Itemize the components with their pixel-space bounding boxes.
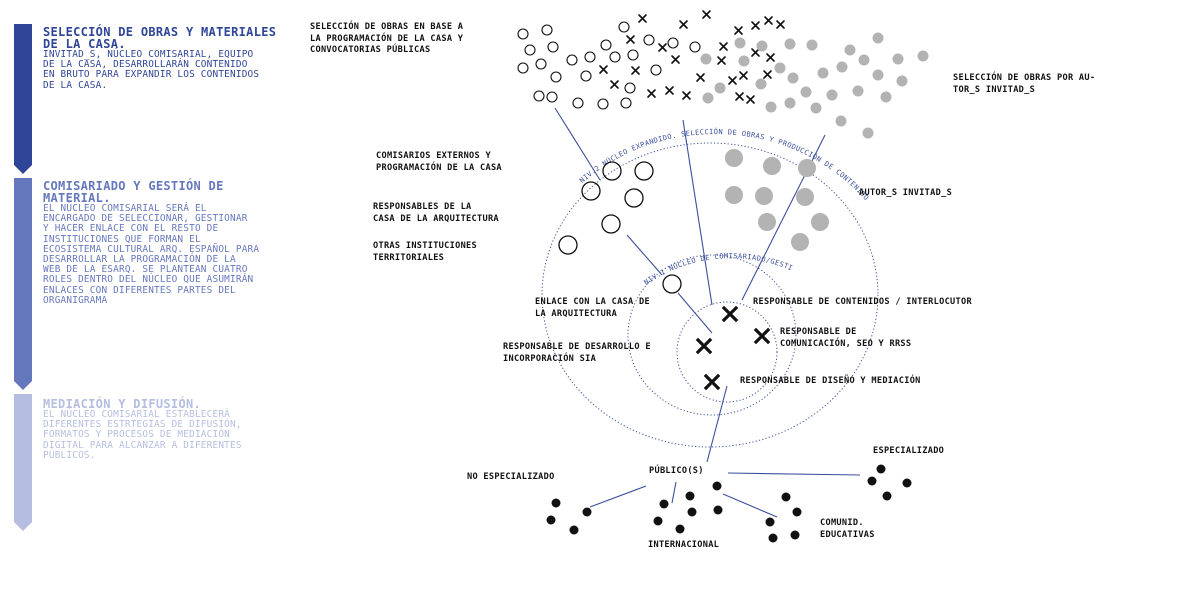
section-selection-title: SELECCIÓN DE OBRAS Y MATERIALES DE LA CA…: [43, 25, 277, 51]
label-autores: AUTOR_S INVITAD_S: [859, 188, 953, 198]
stage-bar-mediation-tip: [14, 522, 32, 531]
section-selection-desc: INVITAD_S, NÚCLEO COMISARIAL, EQUIPO DE …: [43, 49, 260, 91]
section-mediation-title: MEDIACIÓN Y DIFUSIÓN.: [43, 397, 202, 411]
stage-bar-curation-body: [14, 178, 32, 381]
section-curation-title: COMISARIADO Y GESTIÓN DE MATERIAL.: [43, 179, 224, 205]
ring-middle: [627, 254, 797, 416]
role-crosses: [695, 305, 771, 391]
label-seleccion-autor: SELECCIÓN DE OBRAS POR AU-TOR_S INVITAD_…: [953, 73, 1096, 95]
label-internacional: INTERNACIONAL: [648, 540, 720, 550]
stage-bar-selection: [14, 24, 32, 174]
stage-bar-curation: [14, 178, 32, 390]
label-resp-contenidos: RESPONSABLE DE CONTENIDOS / INTERLOCUTOR: [753, 297, 972, 307]
stage-bar-curation-tip: [14, 381, 32, 390]
section-curation-desc: EL NÚCLEO COMISARIAL SERÁ EL ENCARGADO D…: [43, 203, 260, 306]
ring-outer-label: NIV.2 NÚCLEO EXPANDIDO. SELECCIÓN DE OBR…: [578, 127, 870, 202]
stage-bar-mediation: [14, 394, 32, 531]
stage-bar-selection-body: [14, 24, 32, 165]
label-comunid-educativas: COMUNID.EDUCATIVAS: [820, 518, 875, 540]
stage-bar-selection-tip: [14, 165, 32, 174]
curator-circles: [558, 161, 682, 294]
public-dots: [546, 464, 912, 543]
section-curation: COMISARIADO Y GESTIÓN DE MATERIAL. EL NÚ…: [43, 180, 293, 306]
works-crosses: [599, 10, 785, 104]
section-mediation-desc: EL NÚCLEO COMISARIAL ESTABLECERÁ DIFEREN…: [43, 409, 242, 461]
label-especializado: ESPECIALIZADO: [873, 446, 945, 456]
section-mediation: MEDIACIÓN Y DIFUSIÓN. EL NÚCLEO COMISARI…: [43, 398, 293, 461]
label-publicos: PÚBLICO(S): [649, 466, 704, 476]
ring-inner: [676, 301, 778, 403]
label-no-especializado: NO ESPECIALIZADO: [467, 472, 555, 482]
works-house-cloud: [517, 21, 701, 110]
author-circles: [725, 149, 829, 251]
label-resp-diseno: RESPONSABLE DE DISEÑO Y MEDIACIÓN: [740, 376, 921, 386]
works-author-cloud: [700, 32, 929, 139]
stage-bar-mediation-body: [14, 394, 32, 522]
section-selection: SELECCIÓN DE OBRAS Y MATERIALES DE LA CA…: [43, 26, 293, 91]
ring-outer: [541, 142, 879, 448]
